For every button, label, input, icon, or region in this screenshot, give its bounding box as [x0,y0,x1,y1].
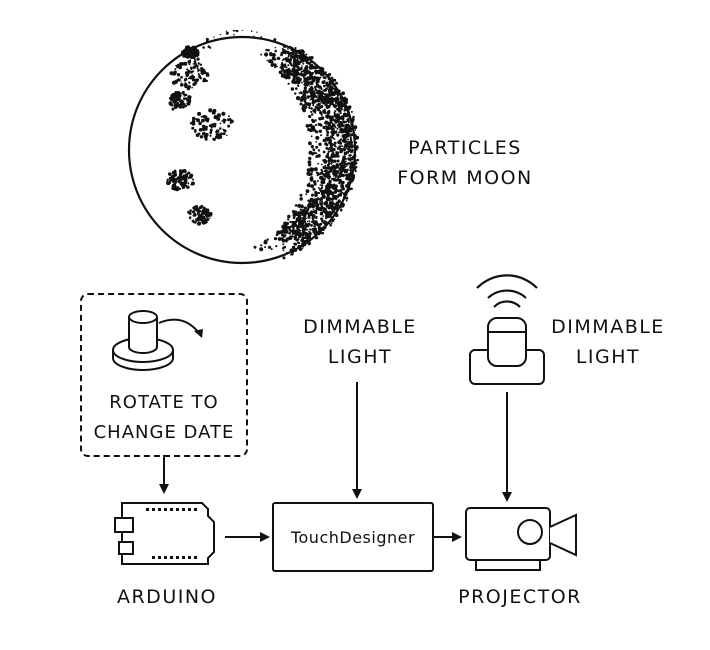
light-right-label-line2: LIGHT [575,346,641,368]
moon-label-line1: PARTICLES [408,137,522,159]
light-center-label-line1: DIMMABLE [303,316,417,338]
projector-icon [465,507,577,571]
knob-label: ROTATE TO CHANGE DATE [80,388,248,448]
moon-icon [127,30,360,265]
light-sensor-icon [469,274,545,385]
knob-label-line1: ROTATE TO [109,392,219,413]
moon-label-line2: FORM MOON [397,167,533,189]
rotary-knob-icon [112,310,203,371]
light-right-label-line1: DIMMABLE [551,316,665,338]
light-center-label-line2: LIGHT [327,346,393,368]
knob-label-line2: CHANGE DATE [93,422,235,443]
arduino-label: ARDUINO [116,586,217,608]
light-right-label: DIMMABLE LIGHT [528,312,688,372]
light-center-label: DIMMABLE LIGHT [280,312,440,372]
arduino-board-icon [114,502,215,565]
touchdesigner-box: TouchDesigner [272,502,434,572]
moon-label: PARTICLES FORM MOON [385,133,545,193]
touchdesigner-label: TouchDesigner [290,527,416,547]
projector-label: PROJECTOR [458,586,582,608]
